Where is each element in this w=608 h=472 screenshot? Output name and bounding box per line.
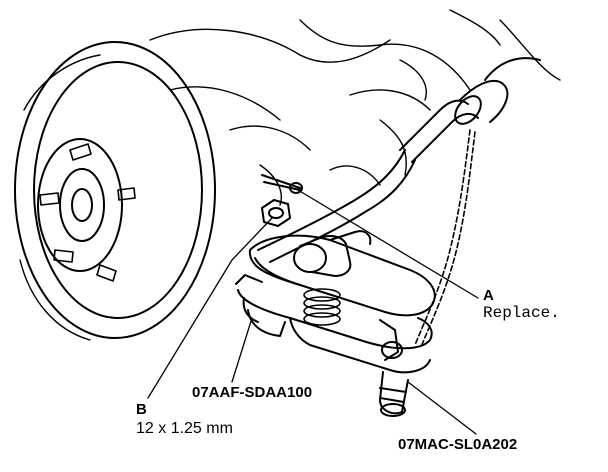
tool-bolt (379, 371, 409, 417)
leader-a (297, 189, 479, 299)
brake-rotor (14, 41, 216, 341)
wiring-harness (257, 57, 541, 263)
leader-tool-2 (407, 381, 477, 435)
callout-a-note: Replace. (483, 304, 560, 322)
ball-joint-remover-tool (235, 230, 436, 374)
cotter-pin (261, 174, 303, 194)
suspension-background (149, 9, 561, 206)
tool-spring (303, 288, 341, 326)
leader-b (147, 217, 273, 399)
tool-number-label-2: 07MAC-SL0A202 (398, 436, 518, 453)
callout-b-spec: 12 x 1.25 mm (136, 420, 233, 437)
callout-a-letter: A (483, 287, 494, 304)
safety-chain (414, 129, 476, 348)
leader-tool-1 (231, 317, 253, 383)
wheel-studs (39, 143, 136, 282)
tool-number-label-1: 07AAF-SDAA100 (192, 384, 313, 401)
tool-adapter (242, 297, 286, 337)
callout-b-letter: B (136, 401, 147, 418)
castle-nut (261, 199, 291, 227)
leader-lines (147, 189, 479, 435)
